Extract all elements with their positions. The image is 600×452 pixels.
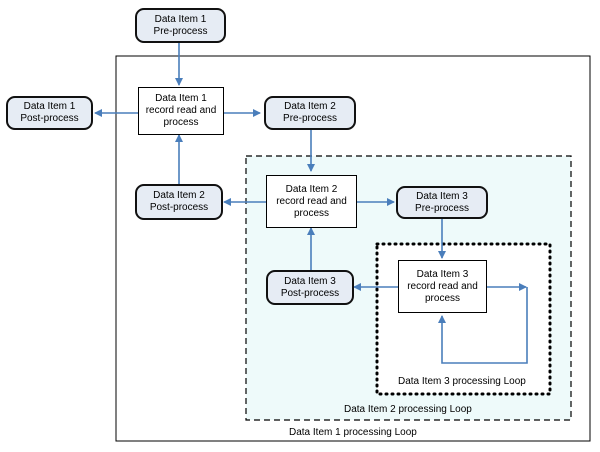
node-item3-process: Data Item 3 record read and process	[398, 260, 487, 313]
node-item1-postprocess: Data Item 1 Post-process	[6, 96, 93, 130]
node-item3-postprocess: Data Item 3 Post-process	[266, 270, 354, 305]
node-item2-process: Data Item 2 record read and process	[266, 175, 357, 228]
node-item1-preprocess-label: Data Item 1 Pre-process	[153, 13, 208, 37]
node-item1-preprocess: Data Item 1 Pre-process	[135, 8, 226, 43]
node-item3-process-label: Data Item 3 record read and process	[407, 268, 478, 304]
node-item3-preprocess-label: Data Item 3 Pre-process	[415, 190, 469, 214]
node-item1-process: Data Item 1 record read and process	[138, 87, 224, 135]
node-item2-preprocess: Data Item 2 Pre-process	[264, 96, 356, 130]
node-item3-preprocess: Data Item 3 Pre-process	[396, 186, 488, 219]
node-item2-postprocess-label: Data Item 2 Post-process	[149, 190, 209, 213]
node-item2-process-label: Data Item 2 record read and process	[276, 183, 347, 219]
node-item2-preprocess-label: Data Item 2 Pre-process	[283, 101, 337, 124]
node-item3-postprocess-label: Data Item 3 Post-process	[280, 275, 340, 299]
loop1-label: Data Item 1 processing Loop	[289, 427, 417, 438]
arrow-item3-loop-back	[438, 287, 528, 364]
node-item1-postprocess-label: Data Item 1 Post-process	[20, 101, 79, 124]
loop2-label: Data Item 2 processing Loop	[344, 404, 472, 415]
loop3-label: Data Item 3 processing Loop	[398, 376, 526, 387]
node-item1-process-label: Data Item 1 record read and process	[145, 93, 217, 128]
node-item2-postprocess: Data Item 2 Post-process	[135, 184, 223, 220]
